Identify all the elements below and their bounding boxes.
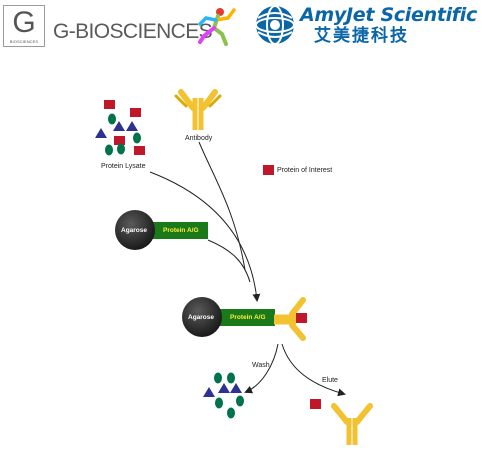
runner-mascot-icon bbox=[198, 8, 236, 46]
amyjet-chinese-wordmark: 艾美捷科技 bbox=[314, 26, 409, 46]
logo-letter: G bbox=[12, 6, 36, 39]
protein-square bbox=[134, 146, 145, 155]
protein-ag-linker-1 bbox=[148, 222, 208, 239]
washed-triangle bbox=[230, 383, 242, 393]
eluted-protein-square bbox=[310, 399, 321, 409]
amyjet-wordmark: AmyJet Scientific bbox=[300, 4, 477, 26]
g-biosciences-logo-icon: G BIOSCIENCES bbox=[3, 5, 45, 47]
protein-square bbox=[130, 108, 141, 117]
protein-lysate-label: Protein Lysate bbox=[101, 163, 146, 170]
agarose-bead-circle-2 bbox=[182, 297, 222, 337]
washed-triangle bbox=[218, 383, 230, 393]
washed-oval bbox=[236, 395, 244, 407]
washed-oval bbox=[227, 372, 235, 384]
protein-oval bbox=[117, 143, 125, 155]
antibody-icon bbox=[174, 89, 222, 130]
protein-of-interest-label: Protein of Interest bbox=[277, 167, 333, 174]
washed-triangle bbox=[203, 387, 215, 397]
elute-arrow bbox=[281, 343, 346, 397]
protein-triangle bbox=[113, 121, 125, 131]
protein-triangle bbox=[126, 121, 138, 131]
agarose-label-1: Agarose bbox=[121, 227, 148, 234]
agarose-label-2: Agarose bbox=[188, 314, 215, 321]
elute-label: Elute bbox=[322, 377, 338, 384]
gbio-wordmark: G-BIOSCIENCES bbox=[53, 20, 213, 43]
bound-antibody-stem bbox=[274, 314, 296, 325]
agarose-bead-complex bbox=[182, 297, 307, 341]
washed-oval bbox=[215, 397, 223, 409]
bound-antibody-arms bbox=[289, 297, 306, 341]
protein-square bbox=[104, 100, 115, 109]
flow-arrow-bead bbox=[207, 239, 251, 283]
washed-oval bbox=[227, 407, 235, 419]
agarose-bead-1 bbox=[115, 210, 208, 250]
protein-ag-label-2: Protein A/G bbox=[230, 314, 266, 321]
protein-ag-linker-2 bbox=[215, 309, 275, 326]
protein-oval bbox=[108, 113, 116, 125]
protein-ag-label-1: Protein A/G bbox=[163, 227, 199, 234]
wash-label: Wash bbox=[252, 362, 270, 369]
antibody-label: Antibody bbox=[185, 135, 213, 142]
protein-oval bbox=[105, 144, 113, 156]
protein-square bbox=[114, 136, 125, 145]
bound-protein-square bbox=[296, 313, 307, 323]
eluted-antibody-icon bbox=[331, 403, 373, 445]
flow-arrow-lysate bbox=[149, 171, 261, 302]
flow-arrow-antibody bbox=[198, 141, 246, 271]
washed-oval bbox=[214, 372, 222, 384]
agarose-bead-circle-1 bbox=[115, 210, 155, 250]
protein-triangle bbox=[95, 128, 107, 138]
wash-cluster bbox=[203, 372, 244, 419]
amyjet-globe-logo-icon bbox=[255, 5, 295, 45]
wash-arrow bbox=[244, 343, 279, 394]
protein-of-interest-legend-icon bbox=[263, 165, 274, 175]
protein-lysate-cluster bbox=[95, 100, 145, 156]
logo-small-text: BIOSCIENCES bbox=[9, 39, 39, 44]
protein-oval bbox=[133, 132, 141, 144]
